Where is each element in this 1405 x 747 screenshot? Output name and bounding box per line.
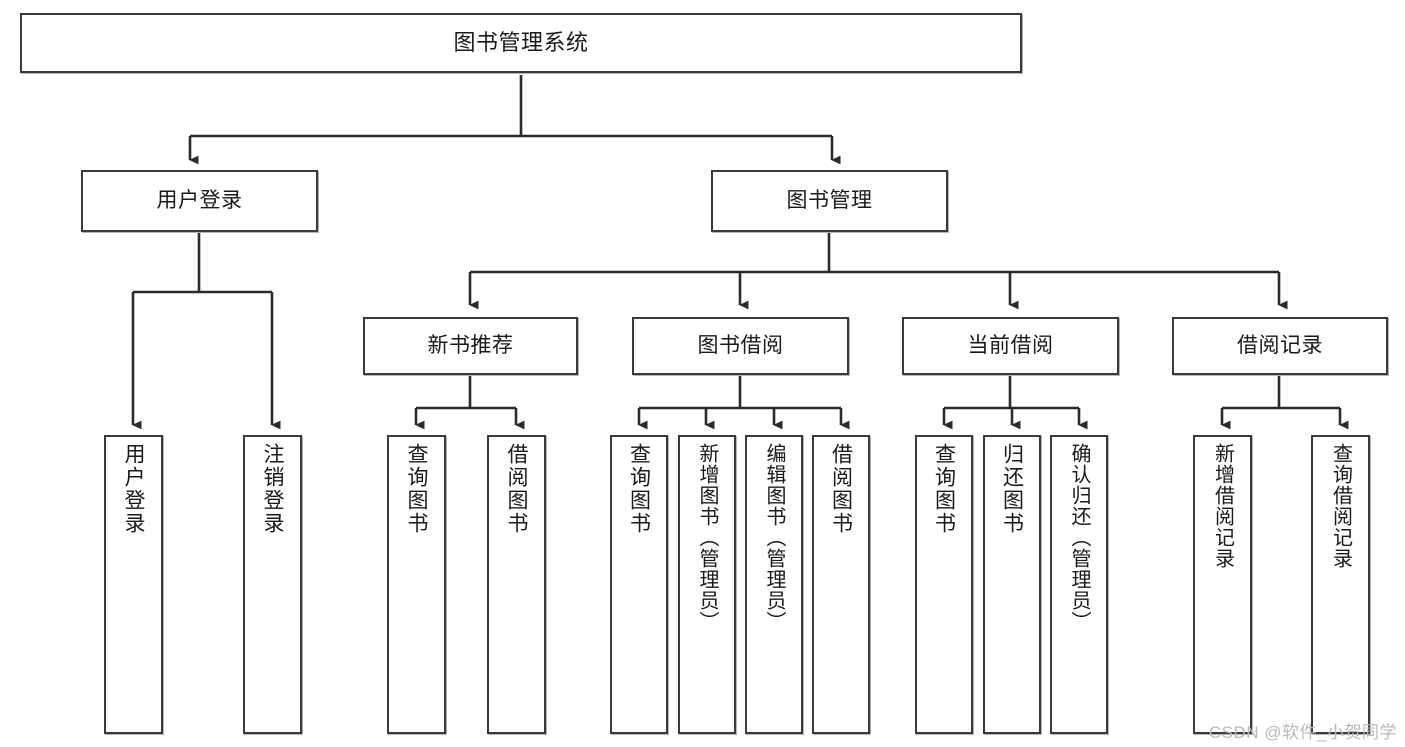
- node-leaf-user-login[interactable]: 用户登录: [104, 435, 163, 734]
- node-label: 借阅图书: [829, 443, 853, 535]
- node-label: 当前借阅: [967, 333, 1054, 357]
- node-user-login[interactable]: 用户登录: [81, 170, 318, 232]
- node-label: 图书管理: [786, 188, 873, 212]
- node-book-management[interactable]: 图书管理: [711, 170, 948, 232]
- node-leaf-edit-book-admin[interactable]: 编辑图书（管理员）: [745, 435, 803, 734]
- node-label: 编辑图书（管理员）: [763, 443, 785, 632]
- node-label: 图书管理系统: [453, 30, 589, 56]
- node-leaf-return-books[interactable]: 归还图书: [983, 435, 1041, 734]
- node-label: 新书推荐: [427, 333, 514, 357]
- node-label: 查询图书: [932, 443, 956, 535]
- node-label: 确认归还（管理员）: [1068, 443, 1090, 632]
- node-current-borrowing[interactable]: 当前借阅: [902, 317, 1119, 375]
- node-leaf-add-borrow-record[interactable]: 新增借阅记录: [1193, 435, 1252, 734]
- node-root-book-management-system[interactable]: 图书管理系统: [20, 13, 1022, 73]
- node-leaf-query-books-new[interactable]: 查询图书: [387, 435, 446, 734]
- node-new-book-recommendation[interactable]: 新书推荐: [363, 317, 578, 375]
- node-leaf-query-borrow-record[interactable]: 查询借阅记录: [1311, 435, 1370, 734]
- node-leaf-confirm-return-admin[interactable]: 确认归还（管理员）: [1050, 435, 1108, 734]
- node-label: 借阅记录: [1237, 333, 1323, 357]
- node-label: 图书借阅: [697, 333, 784, 357]
- node-leaf-query-books-borrow[interactable]: 查询图书: [610, 435, 668, 734]
- node-label: 查询图书: [627, 443, 651, 535]
- node-label: 归还图书: [1000, 443, 1024, 535]
- node-leaf-query-books-current[interactable]: 查询图书: [915, 435, 973, 734]
- node-leaf-borrow-books[interactable]: 借阅图书: [812, 435, 870, 734]
- node-borrow-records[interactable]: 借阅记录: [1172, 317, 1388, 375]
- node-label: 新增图书（管理员）: [696, 443, 718, 632]
- node-label: 新增借阅记录: [1211, 443, 1234, 569]
- node-label: 查询图书: [405, 443, 428, 535]
- node-label: 用户登录: [122, 443, 145, 535]
- csdn-watermark: CSDN @软件_小贺同学: [1208, 723, 1397, 742]
- node-label: 注销登录: [261, 443, 284, 535]
- node-book-borrowing[interactable]: 图书借阅: [632, 317, 849, 375]
- node-label: 查询借阅记录: [1329, 443, 1352, 569]
- node-leaf-logout[interactable]: 注销登录: [243, 435, 302, 734]
- node-label: 借阅图书: [505, 443, 528, 535]
- node-leaf-borrow-books-new[interactable]: 借阅图书: [487, 435, 546, 734]
- node-label: 用户登录: [156, 188, 243, 212]
- node-leaf-add-book-admin[interactable]: 新增图书（管理员）: [678, 435, 736, 734]
